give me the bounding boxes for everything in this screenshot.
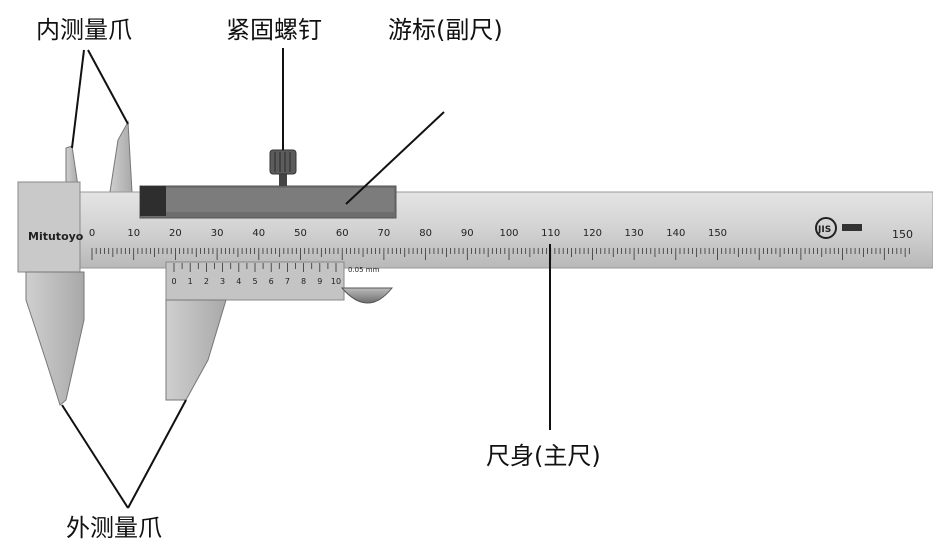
vernier-slider-top [166, 188, 394, 212]
leader-vernier [345, 111, 445, 205]
main-scale-number: 100 [499, 228, 518, 239]
svg-text:JIS: JIS [817, 225, 831, 235]
leader-lines [61, 48, 551, 509]
label-outer-jaws: 外测量爪 [66, 514, 162, 542]
vernier-scale-number: 10 [331, 277, 341, 286]
vernier-scale-number: 8 [301, 277, 306, 286]
main-scale-number: 90 [461, 228, 474, 239]
main-scale-number: 80 [419, 228, 432, 239]
main-scale-number: 130 [625, 228, 644, 239]
lock-screw-knurl [274, 152, 291, 172]
leader-inner-jaw-sliding [87, 49, 129, 125]
main-scale-number: 60 [336, 228, 349, 239]
vernier-scale-number: 9 [317, 277, 322, 286]
fixed-inner-jaw [65, 145, 79, 187]
lock-screw-head [269, 149, 297, 175]
main-scale-number: 70 [378, 228, 391, 239]
main-scale-number: 110 [541, 228, 560, 239]
vernier-scale-number: 0 [171, 277, 176, 286]
scale-end-mark: 150 [892, 228, 913, 241]
main-scale-number: 10 [127, 228, 140, 239]
vernier-scale-number: 5 [252, 277, 257, 286]
main-scale-number: 140 [666, 228, 685, 239]
jma-mark-icon [842, 224, 862, 231]
main-scale-number: 0 [89, 228, 95, 239]
vernier-scale-ticks [173, 263, 337, 272]
main-scale-numbers: 0 10 20 30 40 50 60 70 80 90 100 110 120 130 140 150 [89, 228, 727, 239]
label-main-scale: 尺身(主尺) [486, 442, 601, 470]
leader-inner-jaw-fixed [71, 49, 85, 149]
vernier-scale-number: 3 [220, 277, 225, 286]
vernier-scale-number: 2 [204, 277, 209, 286]
fixed-outer-jaw [25, 271, 85, 406]
main-scale-number: 120 [583, 228, 602, 239]
vernier-unit: 0.05 mm [348, 266, 380, 274]
main-scale-number: 20 [169, 228, 182, 239]
leader-outer-jaw-sliding [127, 399, 187, 509]
label-lock-screw: 紧固螺钉 [226, 16, 322, 44]
main-scale-number: 150 [708, 228, 727, 239]
vernier-scale-number: 6 [269, 277, 274, 286]
vernier-scale-number: 1 [188, 277, 193, 286]
leader-outer-jaw-fixed [61, 404, 129, 509]
lock-screw-shaft [279, 172, 287, 186]
vernier-scale-number: 4 [236, 277, 241, 286]
sliding-inner-jaw [109, 120, 133, 193]
vernier-scale-number: 7 [285, 277, 290, 286]
brand-logo: Mitutoyo [28, 230, 84, 243]
label-inner-jaws: 内测量爪 [36, 16, 132, 44]
thumb-wheel [340, 287, 394, 304]
fixed-head [17, 181, 81, 273]
sliding-outer-jaw [165, 299, 227, 401]
main-scale-ticks [91, 248, 910, 260]
main-scale-number: 40 [252, 228, 265, 239]
jis-mark-icon: JIS [815, 217, 837, 239]
label-vernier: 游标(副尺) [388, 16, 503, 44]
vernier-slider-block [140, 186, 166, 216]
main-scale-number: 30 [211, 228, 224, 239]
main-scale-number: 50 [294, 228, 307, 239]
vernier-scale-numbers: 0 1 2 3 4 5 6 7 8 9 10 [171, 277, 341, 286]
